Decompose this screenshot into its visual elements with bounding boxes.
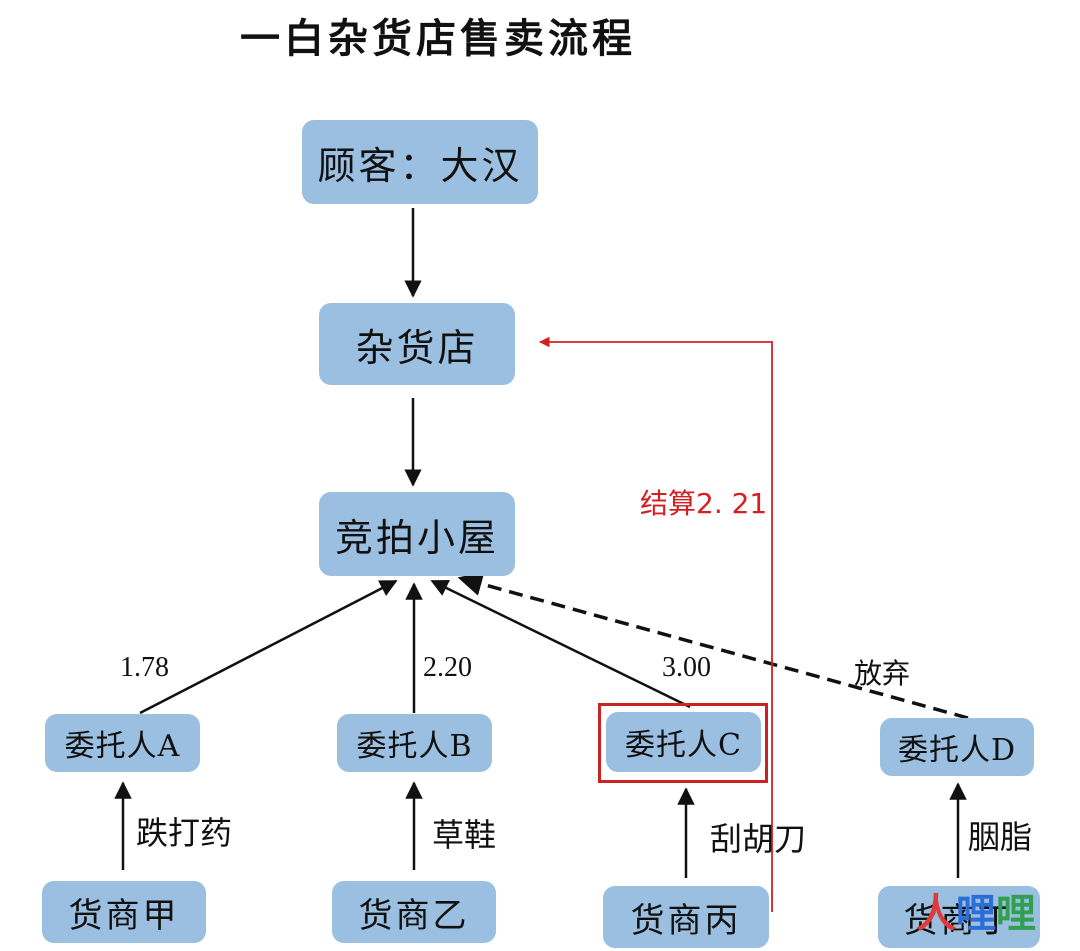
watermark-char-1: 人 — [916, 891, 956, 937]
arrow-agent-c-to-auction — [430, 579, 691, 709]
node-agent-b: 委托人B — [337, 714, 492, 772]
goods-vendor-d: 胭脂 — [968, 818, 1033, 856]
goods-vendor-b: 草鞋 — [432, 816, 497, 854]
node-agent-a: 委托人A — [45, 714, 200, 772]
bid-agent-a: 1.78 — [120, 652, 169, 683]
watermark-char-2: 哩 — [956, 891, 996, 937]
node-agent-d: 委托人D — [880, 718, 1034, 776]
arrow-agent-a-to-auction — [139, 579, 398, 715]
node-vendor-d: 货商丁 — [878, 886, 1040, 948]
node-store: 杂货店 — [319, 303, 515, 385]
settlement-label: 结算2. 21 — [640, 487, 768, 520]
diagram-title: 一白杂货店售卖流程 — [240, 16, 636, 62]
arrow-agent-d-to-auction — [457, 572, 969, 720]
goods-vendor-a: 跌打药 — [136, 814, 233, 852]
selected-agent-highlight — [598, 703, 768, 783]
node-vendor-c: 货商丙 — [603, 886, 769, 948]
node-auction-house: 竞拍小屋 — [319, 492, 515, 576]
node-customer: 顾客：大汉 — [302, 120, 538, 204]
node-vendor-b: 货商乙 — [332, 881, 496, 943]
arrow-settlement-to-store — [538, 336, 773, 912]
node-vendor-a: 货商甲 — [42, 881, 206, 943]
bid-agent-b: 2.20 — [423, 652, 472, 683]
node-agent-c: 委托人C — [606, 712, 761, 772]
watermark-logo: 人 哩 哩 — [916, 880, 1056, 940]
bid-agent-d-giveup: 放弃 — [854, 657, 911, 690]
goods-vendor-c: 刮胡刀 — [710, 820, 807, 858]
bid-agent-c: 3.00 — [662, 652, 711, 683]
watermark-char-3: 哩 — [996, 891, 1036, 937]
